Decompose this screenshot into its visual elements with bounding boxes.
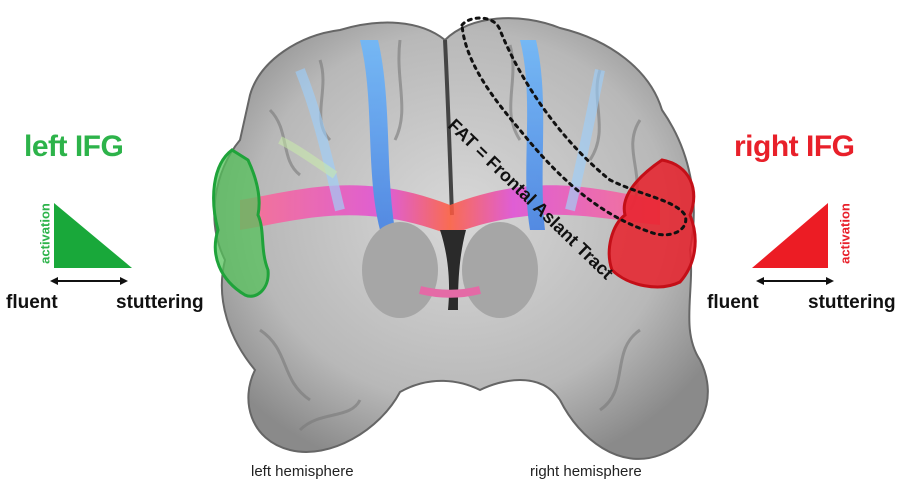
left-hemisphere-label: left hemisphere — [251, 463, 354, 480]
right-hemisphere-label: right hemisphere — [530, 463, 642, 480]
